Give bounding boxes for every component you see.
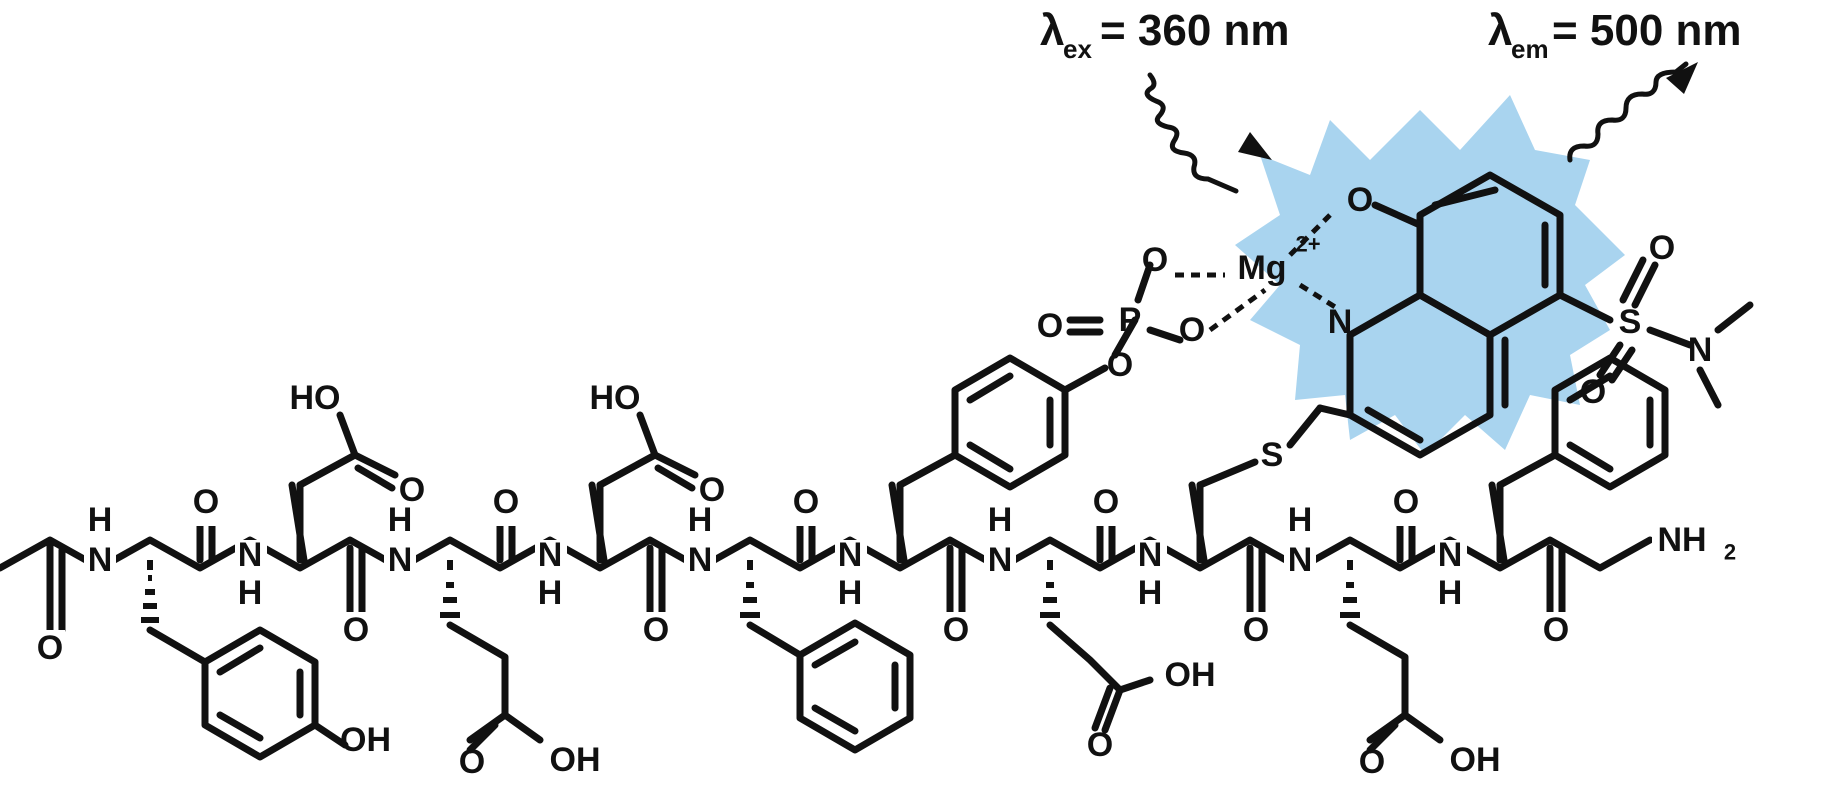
svg-text:O: O bbox=[493, 483, 519, 521]
phe5-ring bbox=[796, 619, 914, 754]
svg-text:O: O bbox=[1393, 483, 1419, 521]
svg-text:O: O bbox=[1543, 611, 1569, 649]
svg-text:O: O bbox=[1142, 241, 1168, 279]
svg-text:Mg: Mg bbox=[1237, 249, 1286, 287]
svg-text:O: O bbox=[943, 611, 969, 649]
excitation-label: λ ex = 360 nm bbox=[1040, 6, 1290, 64]
svg-text:N: N bbox=[388, 541, 413, 579]
svg-text:= 360 nm: = 360 nm bbox=[1100, 6, 1290, 55]
svg-text:O: O bbox=[343, 611, 369, 649]
svg-text:N: N bbox=[988, 541, 1013, 579]
phe10-ring bbox=[1551, 354, 1669, 491]
svg-text:O: O bbox=[1179, 311, 1205, 349]
svg-text:O: O bbox=[459, 743, 485, 781]
svg-text:H: H bbox=[1438, 574, 1463, 612]
emission-arrowhead bbox=[1666, 62, 1698, 94]
svg-text:O: O bbox=[399, 471, 425, 509]
svg-text:H: H bbox=[988, 501, 1013, 539]
svg-text:O: O bbox=[1359, 743, 1385, 781]
svg-text:HO: HO bbox=[290, 379, 341, 417]
svg-text:N: N bbox=[838, 536, 863, 574]
svg-text:H: H bbox=[688, 501, 713, 539]
svg-text:N: N bbox=[688, 541, 713, 579]
svg-text:2: 2 bbox=[1724, 540, 1736, 565]
emission-label: λ em = 500 nm bbox=[1488, 6, 1742, 64]
svg-text:O: O bbox=[1093, 483, 1119, 521]
svg-text:O: O bbox=[699, 471, 725, 509]
svg-text:N: N bbox=[88, 541, 113, 579]
svg-text:P: P bbox=[1119, 301, 1142, 339]
svg-text:O: O bbox=[193, 483, 219, 521]
excitation-arrowhead bbox=[1238, 132, 1272, 160]
svg-text:O: O bbox=[1580, 373, 1606, 411]
svg-text:OH: OH bbox=[550, 741, 601, 779]
svg-text:H: H bbox=[238, 574, 263, 612]
svg-text:O: O bbox=[643, 611, 669, 649]
svg-text:O: O bbox=[1037, 307, 1063, 345]
emission-wavy-arrow bbox=[1567, 61, 1689, 163]
svg-text:N: N bbox=[1688, 331, 1713, 369]
svg-text:N: N bbox=[538, 536, 563, 574]
atom-labels: O HN O NH O HN O NH O HN O NH O HN O NH … bbox=[35, 181, 1752, 781]
backbone bbox=[0, 536, 1654, 572]
svg-text:λ: λ bbox=[1040, 6, 1064, 55]
svg-text:N: N bbox=[1288, 541, 1313, 579]
svg-text:S: S bbox=[1619, 303, 1642, 341]
svg-text:O: O bbox=[1087, 726, 1113, 764]
svg-text:OH: OH bbox=[1165, 656, 1216, 694]
svg-text:N: N bbox=[238, 536, 263, 574]
svg-text:λ: λ bbox=[1488, 6, 1512, 55]
svg-text:em: em bbox=[1511, 34, 1549, 64]
svg-text:H: H bbox=[838, 574, 863, 612]
svg-text:ex: ex bbox=[1063, 34, 1092, 64]
svg-text:O: O bbox=[1649, 229, 1675, 267]
svg-text:H: H bbox=[388, 501, 413, 539]
svg-text:O: O bbox=[1107, 346, 1133, 384]
svg-text:S: S bbox=[1261, 436, 1284, 474]
svg-text:O: O bbox=[1243, 611, 1269, 649]
svg-text:= 500 nm: = 500 nm bbox=[1552, 6, 1742, 55]
svg-text:OH: OH bbox=[340, 721, 391, 759]
svg-text:H: H bbox=[538, 574, 563, 612]
svg-text:O: O bbox=[793, 483, 819, 521]
svg-text:N: N bbox=[1138, 536, 1163, 574]
svg-text:NH: NH bbox=[1657, 521, 1706, 559]
svg-text:N: N bbox=[1328, 303, 1353, 341]
svg-text:H: H bbox=[1288, 501, 1313, 539]
svg-text:HO: HO bbox=[590, 379, 641, 417]
fluorescence-glow bbox=[1235, 95, 1625, 455]
svg-text:N: N bbox=[1438, 536, 1463, 574]
svg-text:O: O bbox=[1347, 181, 1373, 219]
svg-text:2+: 2+ bbox=[1295, 232, 1320, 257]
svg-text:O: O bbox=[37, 629, 63, 667]
svg-text:H: H bbox=[1138, 574, 1163, 612]
svg-text:OH: OH bbox=[1450, 741, 1501, 779]
excitation-wavy-arrow bbox=[1144, 72, 1239, 194]
svg-text:H: H bbox=[88, 501, 113, 539]
